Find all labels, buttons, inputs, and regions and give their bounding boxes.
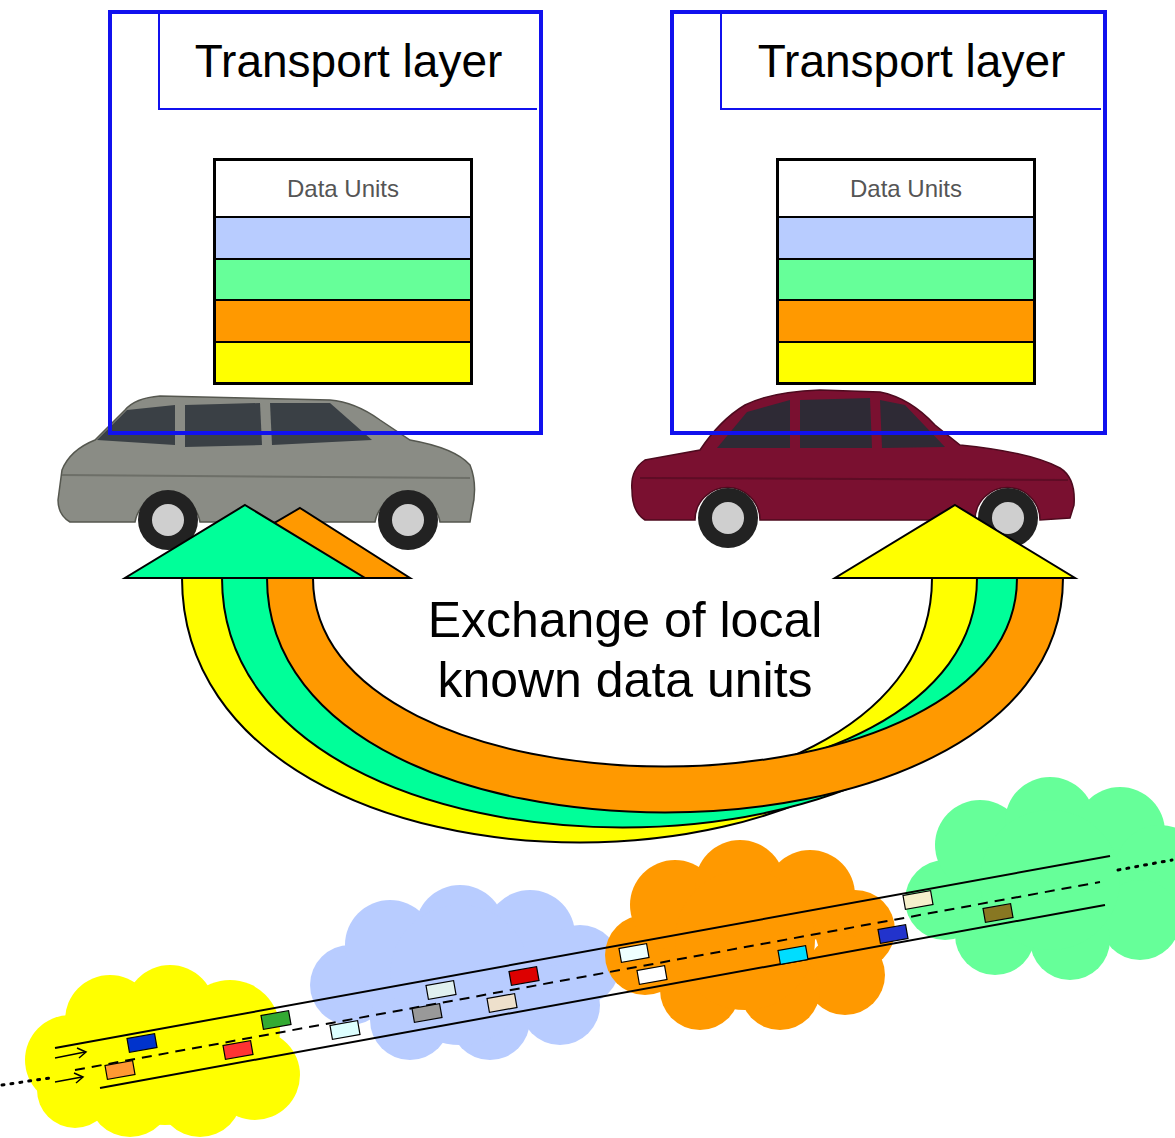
data-unit-row <box>779 216 1033 258</box>
data-unit-row <box>216 258 470 300</box>
road <box>2 856 1172 1088</box>
road-part <box>74 1073 83 1083</box>
red-sedan-part <box>717 400 790 448</box>
road-vehicles-part <box>127 1034 157 1053</box>
green-cloud <box>905 777 1175 980</box>
road-vehicles-part <box>983 904 1013 923</box>
road-part <box>77 1048 86 1058</box>
grey-station-wagon-part <box>152 504 184 536</box>
road-part <box>75 882 1100 1070</box>
grey-station-wagon-part <box>185 403 262 447</box>
green-cloud-part <box>980 810 1120 950</box>
red-sedan-part <box>640 478 1068 480</box>
layer-heading: Transport layer <box>158 14 537 110</box>
road-vehicles-part <box>223 1041 253 1060</box>
road-vehicles-part <box>509 967 539 986</box>
green-arrowhead <box>125 505 365 578</box>
road-part <box>100 905 1105 1088</box>
road-vehicles-part <box>412 1004 442 1023</box>
stack-header: Data Units <box>779 161 1033 216</box>
road-vehicles-part <box>105 1061 135 1080</box>
red-sedan-part <box>992 502 1024 534</box>
red-sedan-part <box>880 400 945 448</box>
grey-station-wagon-part <box>62 475 470 478</box>
road-vehicles-part <box>903 891 933 910</box>
grey-station-wagon-part <box>378 490 438 550</box>
road-vehicles-part <box>261 1011 291 1030</box>
red-sedan <box>632 390 1074 548</box>
road-vehicles-part <box>637 966 667 985</box>
road-vehicles-part <box>426 981 456 1000</box>
orange-cloud-part <box>675 870 815 1010</box>
data-unit-row <box>216 299 470 341</box>
red-sedan-part <box>712 502 744 534</box>
data-unit-row <box>779 299 1033 341</box>
yellow-cloud <box>25 965 300 1137</box>
exchange-label: Exchange of local known data units <box>395 590 855 710</box>
layer-heading: Transport layer <box>720 14 1101 110</box>
layer-box: Transport layerData Units <box>108 10 543 435</box>
orange-arrow-band-part <box>290 578 1040 790</box>
yellow-cloud-part <box>95 985 235 1125</box>
orange-arrow-band <box>290 578 1040 790</box>
data-unit-stack: Data Units <box>776 158 1036 385</box>
road-vehicles-part <box>330 1021 360 1040</box>
data-unit-row <box>216 216 470 258</box>
data-unit-stack: Data Units <box>213 158 473 385</box>
road-part <box>2 1078 50 1085</box>
road-vehicles-part <box>487 994 517 1013</box>
yellow-arrowhead <box>835 505 1075 578</box>
red-sedan-part <box>800 398 872 448</box>
road-part <box>1118 860 1172 870</box>
orange-cloud <box>605 840 895 1030</box>
data-unit-row <box>779 258 1033 300</box>
red-sedan-part <box>698 488 758 548</box>
layer-box: Transport layerData Units <box>670 10 1107 435</box>
road-vehicles-part <box>778 946 808 965</box>
road-vehicles-part <box>619 944 649 963</box>
orange-arrow-band-part <box>290 578 1040 790</box>
grey-station-wagon-part <box>392 504 424 536</box>
grey-station-wagon-part <box>270 403 372 445</box>
stack-header: Data Units <box>216 161 470 216</box>
data-unit-row <box>216 341 470 383</box>
road-vehicles <box>105 891 1013 1080</box>
road-part <box>55 856 1110 1048</box>
data-unit-row <box>779 341 1033 383</box>
road-vehicles-part <box>878 925 908 944</box>
